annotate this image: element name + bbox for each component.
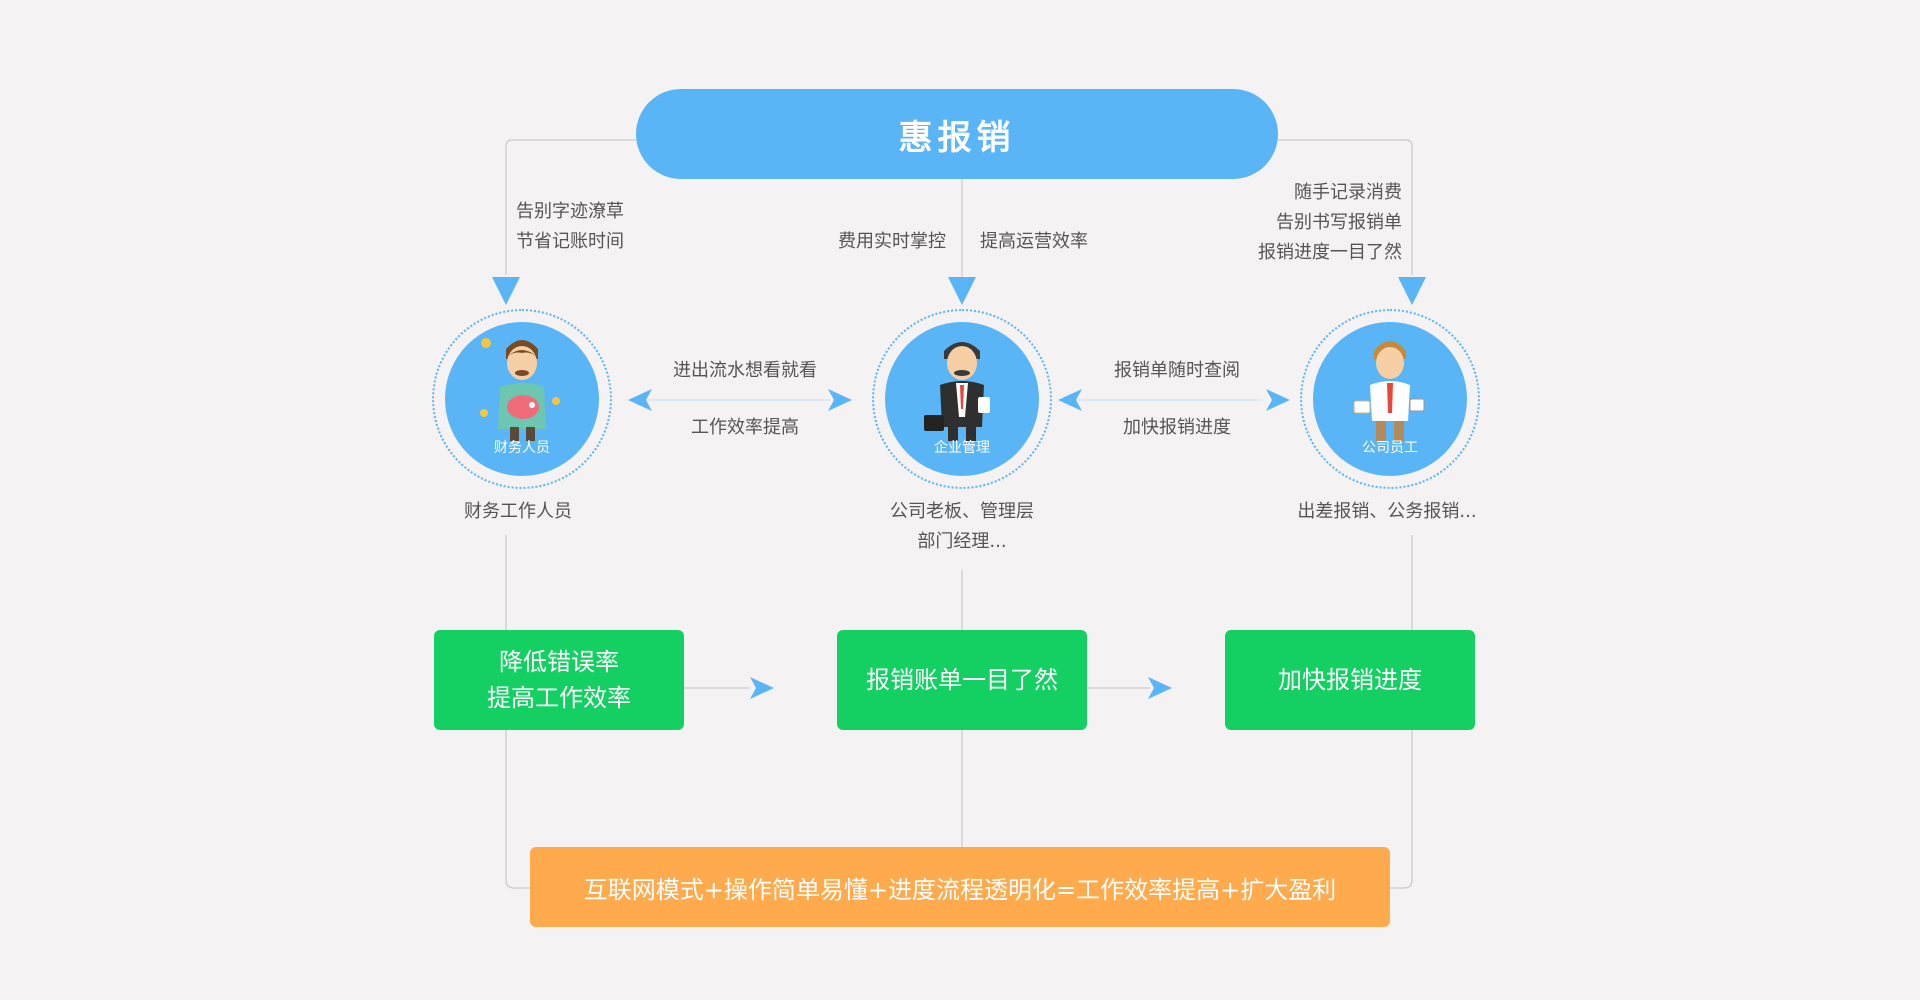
benefit-box-accuracy: 降低错误率 提高工作效率	[434, 630, 684, 730]
role-accountant-label: 财务人员	[494, 440, 550, 456]
note-between-accountant-manager-top: 进出流水想看就看	[673, 360, 817, 381]
arrow-left-2	[1058, 389, 1082, 411]
arrow-right-2	[1266, 389, 1290, 411]
app-title: 惠报销	[898, 117, 1016, 158]
arrow-right-3	[750, 677, 774, 699]
note-employee-benefits: 随手记录消费 告别书写报销单 报销进度一目了然	[1200, 178, 1402, 268]
role-employee: 公司员工	[1300, 309, 1480, 489]
summary-bar: 互联网模式+操作简单易懂+进度流程透明化=工作效率提高+扩大盈利	[530, 847, 1390, 927]
arrow-down-left	[492, 277, 520, 305]
note-line: 告别字迹潦草	[516, 201, 624, 222]
role-manager-label: 企业管理	[934, 440, 990, 456]
note-line: 告别书写报销单	[1276, 212, 1402, 233]
note-between-accountant-manager-bottom: 工作效率提高	[691, 417, 799, 438]
arrow-left-1	[628, 389, 652, 411]
role-manager: 企业管理	[872, 309, 1052, 489]
arrow-down-center	[948, 277, 976, 305]
role-accountant-caption: 财务工作人员	[464, 501, 572, 522]
employee-figure-icon	[1353, 341, 1425, 441]
accountant-figure-icon	[480, 338, 560, 441]
arrow-right-1	[828, 389, 852, 411]
benefit-box-speed: 加快报销进度	[1225, 630, 1475, 730]
note-between-manager-employee-bottom: 加快报销进度	[1123, 417, 1231, 438]
manager-figure-icon	[924, 342, 990, 441]
note-manager-right: 提高运营效率	[980, 231, 1088, 252]
arrow-down-right	[1398, 277, 1426, 305]
arrow-right-4	[1148, 677, 1172, 699]
app-title-pill: 惠报销	[636, 89, 1278, 179]
note-line: 报销进度一目了然	[1258, 242, 1402, 263]
note-line: 节省记账时间	[516, 231, 624, 252]
summary-text: 互联网模式+操作简单易懂+进度流程透明化=工作效率提高+扩大盈利	[583, 875, 1337, 904]
role-manager-caption: 公司老板、管理层 部门经理...	[890, 501, 1034, 552]
benefit-box-clarity: 报销账单一目了然	[837, 630, 1087, 730]
note-line: 随手记录消费	[1294, 182, 1402, 203]
note-accountant-benefits: 告别字迹潦草 节省记账时间	[516, 197, 624, 257]
role-employee-label: 公司员工	[1362, 440, 1418, 456]
role-accountant: 财务人员	[432, 309, 612, 489]
note-between-manager-employee-top: 报销单随时查阅	[1114, 360, 1240, 381]
role-employee-caption: 出差报销、公务报销...	[1297, 501, 1477, 522]
note-manager-left: 费用实时掌控	[838, 231, 946, 252]
